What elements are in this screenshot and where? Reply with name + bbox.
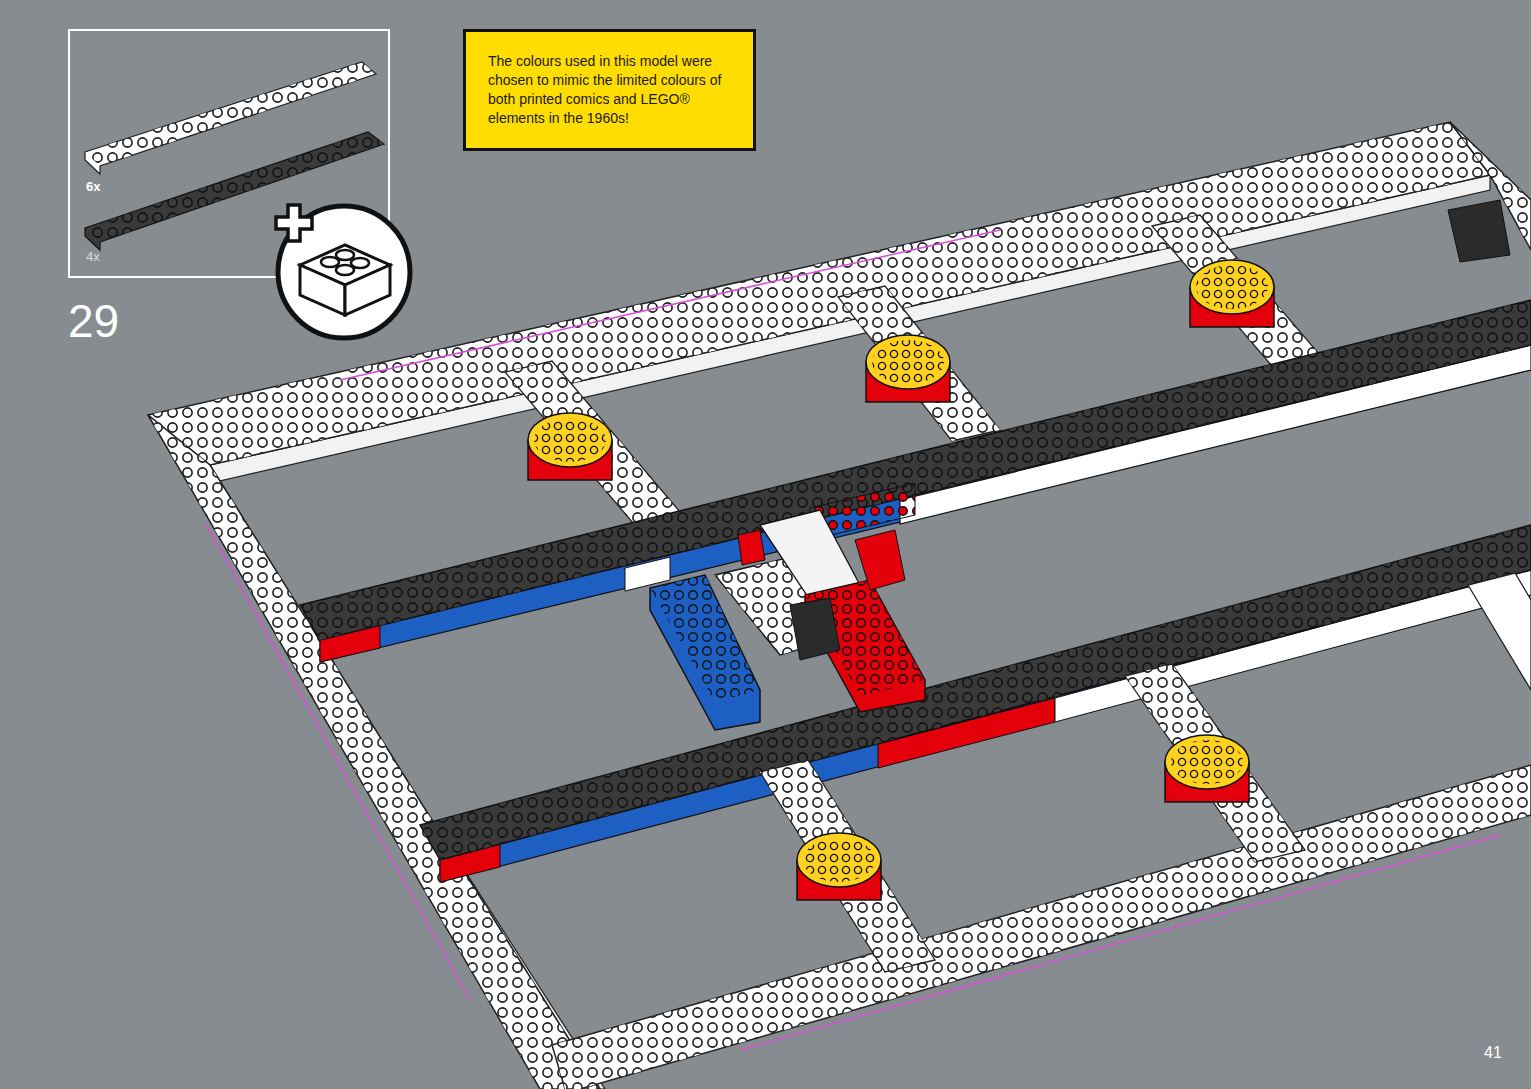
part-count: 4x — [86, 250, 100, 264]
note-text: The colours used in this model were chos… — [488, 52, 731, 128]
note-box: The colours used in this model were chos… — [463, 29, 756, 151]
page-number: 41 — [1484, 1044, 1502, 1062]
part-count: 6x — [86, 180, 100, 194]
step-number: 29 — [68, 296, 119, 347]
